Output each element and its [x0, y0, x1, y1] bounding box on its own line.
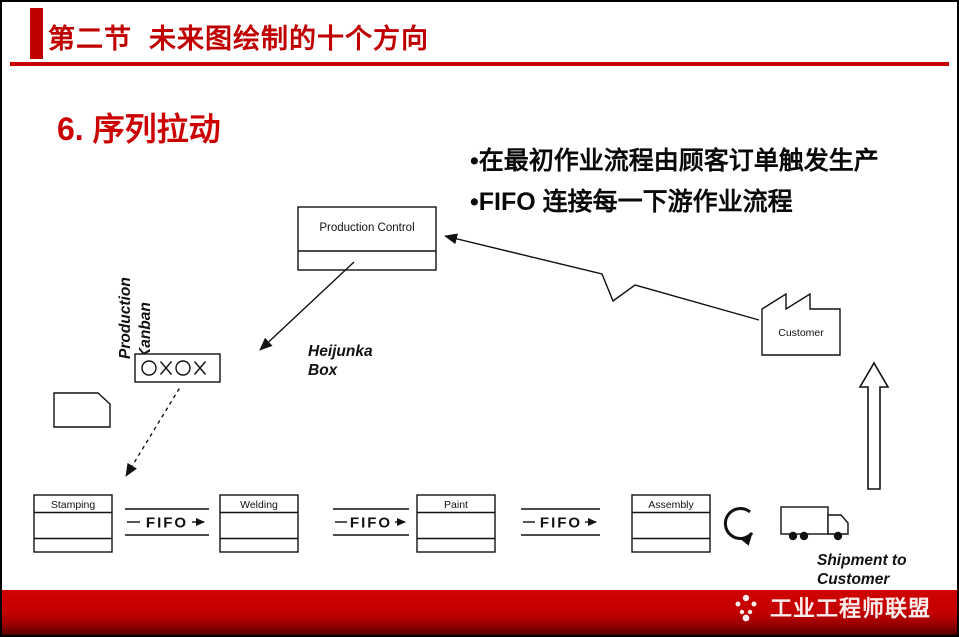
production-control-label: Production Control	[319, 222, 414, 234]
customer-label: Customer	[778, 327, 824, 339]
svg-text:Customer: Customer	[817, 571, 890, 588]
circular-arrow-icon	[723, 507, 754, 546]
pc-to-heijunka-arrow	[259, 261, 355, 351]
svg-text:Kanban: Kanban	[137, 302, 154, 359]
shipment-label: Shipment to Customer	[817, 552, 907, 588]
bullet-item: •FIFO 连接每一下游作业流程	[470, 188, 793, 216]
customer-factory-icon: Customer	[761, 292, 841, 356]
kanban-signal-arrow	[125, 388, 180, 477]
svg-text:Box: Box	[308, 362, 339, 379]
process-box-paint: Paint	[416, 494, 496, 553]
kanban-sequence-icon	[134, 353, 221, 383]
production-kanban-label: Production Kanban	[117, 277, 154, 359]
bullet-item: •在最初作业流程由顾客订单触发生产	[470, 147, 879, 175]
section-title: 6. 序列拉动	[57, 111, 221, 147]
truck-icon	[780, 506, 849, 541]
shipment-up-arrow	[858, 361, 890, 490]
svg-text:Stamping: Stamping	[51, 499, 96, 511]
svg-text:Paint: Paint	[444, 499, 468, 511]
fifo-lane: FIFO	[333, 508, 409, 536]
heijunka-box-label: Heijunka Box	[308, 343, 373, 379]
logo-icon	[735, 594, 757, 622]
fifo-lane: FIFO	[521, 508, 600, 536]
fifo-label: FIFO	[350, 515, 392, 532]
process-box-stamping: Stamping	[33, 494, 113, 553]
fifo-lane: FIFO	[125, 508, 209, 536]
svg-text:Shipment to: Shipment to	[817, 552, 907, 569]
logo-text: 工业工程师联盟	[769, 596, 931, 621]
kanban-card-icon	[53, 392, 111, 428]
production-control-box: Production Control	[297, 206, 437, 271]
footer-band	[2, 590, 957, 635]
svg-text:Assembly: Assembly	[648, 499, 694, 511]
electronic-info-arrow	[444, 233, 760, 321]
svg-text:Welding: Welding	[240, 499, 278, 511]
fifo-label: FIFO	[540, 515, 582, 532]
header-divider-rule	[10, 62, 949, 66]
fifo-label: FIFO	[146, 515, 188, 532]
process-box-welding: Welding	[219, 494, 299, 553]
process-box-assembly: Assembly	[631, 494, 711, 553]
svg-text:Production: Production	[117, 277, 134, 359]
header-accent-bar	[30, 8, 43, 59]
slide-header-title: 第二节 未来图绘制的十个方向	[48, 24, 430, 54]
svg-text:Heijunka: Heijunka	[308, 343, 373, 360]
footer-logo: 工业工程师联盟	[729, 590, 931, 624]
